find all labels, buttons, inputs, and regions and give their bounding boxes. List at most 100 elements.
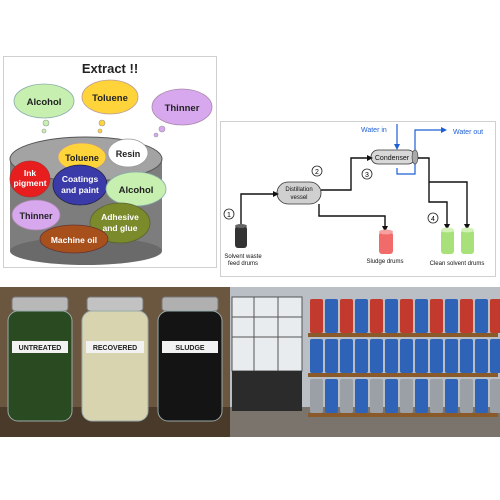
- bubble-dot: [97, 128, 103, 134]
- svg-text:1: 1: [227, 212, 231, 219]
- drum: [460, 379, 473, 413]
- cloud-ink-pigment: Ink pigment: [9, 160, 51, 198]
- feed-drum: [235, 224, 247, 248]
- untreated-label: UNTREATED: [19, 345, 62, 352]
- water-out-line: [396, 129, 443, 175]
- pallet: [308, 333, 498, 337]
- bubble-dot: [158, 125, 166, 133]
- solvent-types-illustration: Extract !! Alcohol Toluene Thinner: [9, 61, 213, 265]
- cloud-coatings: Coatings and paint: [52, 164, 108, 206]
- step-4-marker: 4: [427, 212, 439, 224]
- drum: [475, 379, 488, 413]
- drum: [400, 339, 413, 373]
- drum: [445, 299, 458, 333]
- svg-text:and paint: and paint: [61, 185, 99, 195]
- drum: [385, 339, 398, 373]
- condenser-arrowhead: [367, 155, 373, 161]
- vessel-to-sludge-line: [318, 204, 386, 230]
- drum-yard-photo: [230, 287, 500, 437]
- drum: [340, 299, 353, 333]
- sludge-jar: SLUDGE: [157, 296, 223, 422]
- drum: [325, 379, 338, 413]
- drum: [415, 379, 428, 413]
- bubble-dot: [153, 132, 159, 138]
- drum-rows: [308, 299, 500, 417]
- sludge-drum: [379, 229, 393, 254]
- drum: [400, 379, 413, 413]
- drum: [310, 299, 323, 333]
- condenser-to-clean-line-2: [429, 181, 468, 228]
- drum: [325, 339, 338, 373]
- cloud-machine-oil: Machine oil: [39, 224, 109, 254]
- drum: [490, 299, 500, 333]
- svg-text:Resin: Resin: [116, 149, 141, 159]
- drum: [310, 339, 323, 373]
- sludge-label: SLUDGE: [175, 345, 205, 352]
- water-in-label: Water in: [361, 127, 387, 134]
- svg-text:Alcohol: Alcohol: [27, 97, 62, 108]
- svg-text:3: 3: [365, 172, 369, 179]
- drum: [400, 299, 413, 333]
- clean-arrowhead-1: [444, 224, 450, 230]
- drum-yard-illustration: [230, 287, 500, 437]
- svg-text:Coatings: Coatings: [62, 174, 99, 184]
- step-1-marker: 1: [223, 208, 235, 220]
- svg-text:Machine oil: Machine oil: [51, 235, 97, 245]
- drum: [370, 379, 383, 413]
- drum: [355, 299, 368, 333]
- process-diagram-panel: Water in Water out Condenser Distillatio…: [220, 121, 496, 277]
- clean-label: Clean solvent drums: [430, 261, 485, 267]
- step-3-marker: 3: [361, 168, 373, 180]
- drum: [370, 339, 383, 373]
- svg-text:Alcohol: Alcohol: [119, 185, 154, 196]
- pallet: [308, 413, 498, 417]
- untreated-jar: UNTREATED: [7, 296, 73, 422]
- svg-text:Ink: Ink: [24, 168, 37, 178]
- drum: [385, 299, 398, 333]
- vessel-to-condenser-line: [321, 157, 371, 191]
- cloud-thinner-top: Thinner: [151, 88, 213, 126]
- water-out-label: Water out: [453, 129, 483, 136]
- clean-arrowhead-2: [464, 224, 470, 230]
- svg-text:and glue: and glue: [103, 223, 138, 233]
- solvent-types-panel: Extract !! Alcohol Toluene Thinner: [3, 56, 217, 268]
- bubble-dot: [42, 119, 50, 127]
- drum: [460, 339, 473, 373]
- drum: [490, 379, 500, 413]
- cloud-toluene-top: Toluene: [81, 79, 139, 115]
- water-out-arrowhead: [441, 127, 447, 133]
- drum: [385, 379, 398, 413]
- drum: [445, 339, 458, 373]
- svg-text:Toluene: Toluene: [65, 153, 99, 163]
- cloud-alcohol-top: Alcohol: [13, 83, 75, 119]
- condenser-to-clean-line: [418, 157, 448, 228]
- drum: [475, 339, 488, 373]
- svg-text:Adhesive: Adhesive: [101, 212, 139, 222]
- svg-text:Distillation: Distillation: [285, 187, 312, 193]
- drum: [475, 299, 488, 333]
- clean-drum-2: [461, 227, 474, 254]
- drum: [460, 299, 473, 333]
- drum: [340, 379, 353, 413]
- drum: [490, 339, 500, 373]
- pallet: [308, 373, 498, 377]
- drum: [310, 379, 323, 413]
- extract-title: Extract !!: [82, 61, 138, 76]
- drum: [355, 379, 368, 413]
- process-diagram: Water in Water out Condenser Distillatio…: [223, 124, 485, 267]
- svg-text:Thinner: Thinner: [165, 103, 200, 114]
- drum: [370, 299, 383, 333]
- bubble-dot: [41, 128, 47, 134]
- drum: [355, 339, 368, 373]
- svg-text:Condenser: Condenser: [375, 155, 410, 162]
- jars-photo: UNTREATED RECOVERED SLUDGE: [0, 287, 230, 437]
- ibc-container: [231, 296, 303, 411]
- drum: [325, 299, 338, 333]
- svg-text:Toluene: Toluene: [92, 93, 128, 104]
- jars-illustration: UNTREATED RECOVERED SLUDGE: [0, 287, 230, 437]
- drum: [340, 339, 353, 373]
- feed-arrowhead: [273, 191, 279, 197]
- feed-to-vessel-line: [240, 193, 277, 226]
- drum: [430, 379, 443, 413]
- clean-drum-1: [441, 227, 454, 254]
